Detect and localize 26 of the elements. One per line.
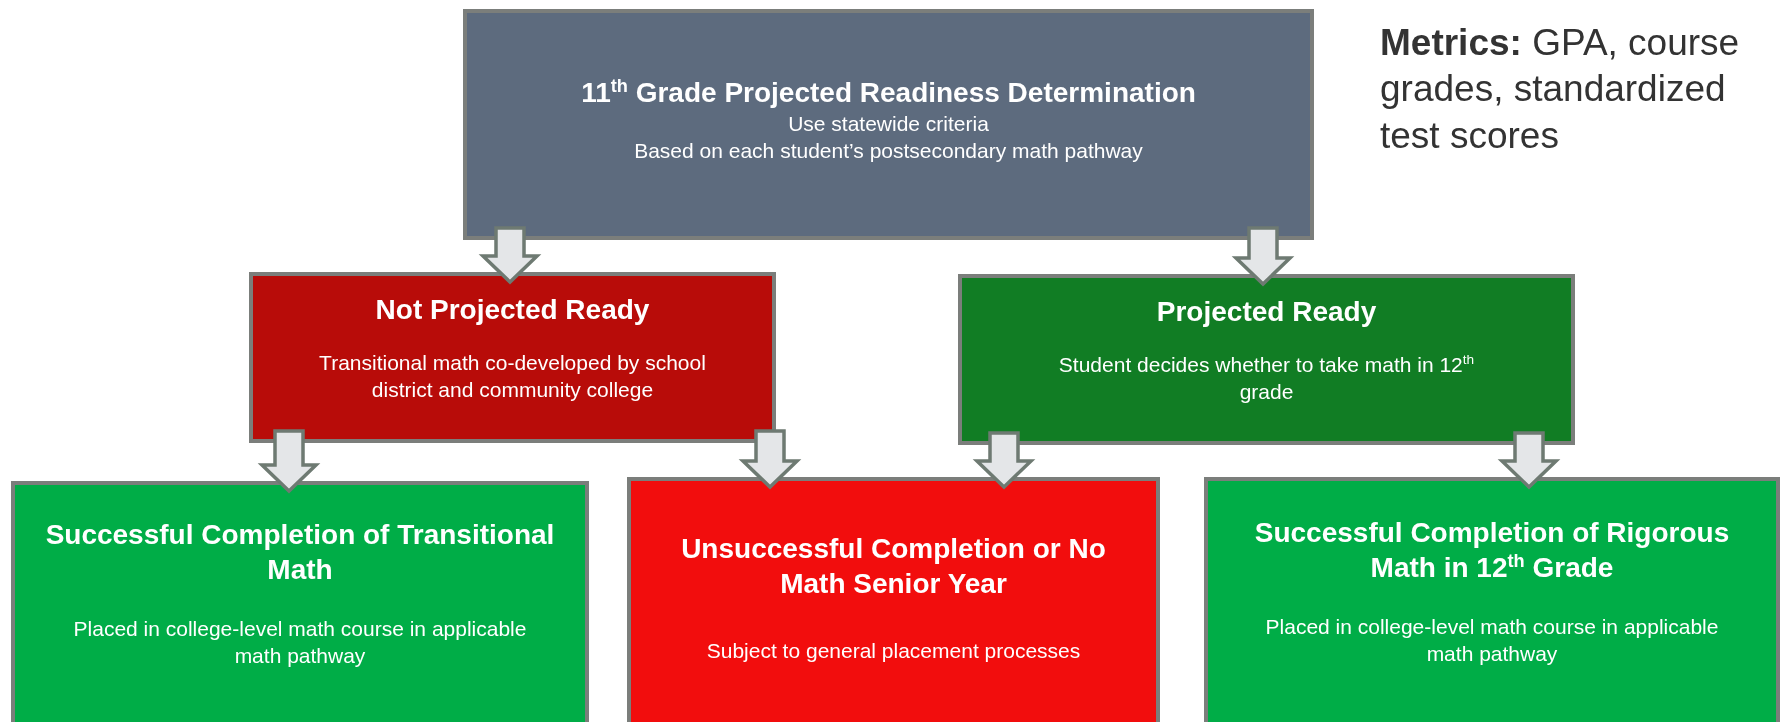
box-text: Use statewide criteria — [788, 111, 989, 137]
process-box — [463, 9, 1314, 240]
block-arrow — [1497, 431, 1561, 490]
box-heading: Unsuccessful Completion or No Math Senior Year — [680, 532, 1107, 601]
process-box — [627, 477, 1160, 722]
block-arrow — [1231, 226, 1295, 287]
box-heading: Not Projected Ready — [375, 293, 650, 327]
process-box — [958, 274, 1575, 445]
process-box — [1204, 477, 1780, 722]
box-text: Based on each student’s postsecondary math pathway — [634, 138, 1143, 165]
box-text: Student decides whether to take math in 12$^{th}$ grade — [1057, 351, 1476, 406]
block-arrow — [972, 431, 1036, 490]
process-box — [249, 272, 776, 443]
box-text: Subject to general placement processes — [706, 638, 1081, 664]
box-heading: Successful Completion of Transitional Math — [44, 518, 556, 587]
note-text: Metrics: GPA, course grades, standardized test scores — [1380, 21, 1741, 158]
box-text: Transitional math co-developed by school district and community college — [318, 350, 707, 404]
block-arrow — [257, 429, 321, 494]
box-heading: Projected Ready — [1156, 295, 1377, 329]
box-heading: 11$^{th}$ Grade Projected Readiness Determination — [581, 75, 1196, 110]
box-text: Placed in college-level math course in applicable math pathway — [1264, 614, 1720, 668]
block-arrow — [478, 226, 542, 285]
box-heading: Successful Completion of Rigorous Math in 12$^{th}$ Grade — [1253, 516, 1731, 585]
box-text: Placed in college-level math course in applicable math pathway — [72, 616, 528, 670]
process-box — [11, 481, 589, 722]
block-arrow — [738, 429, 802, 490]
